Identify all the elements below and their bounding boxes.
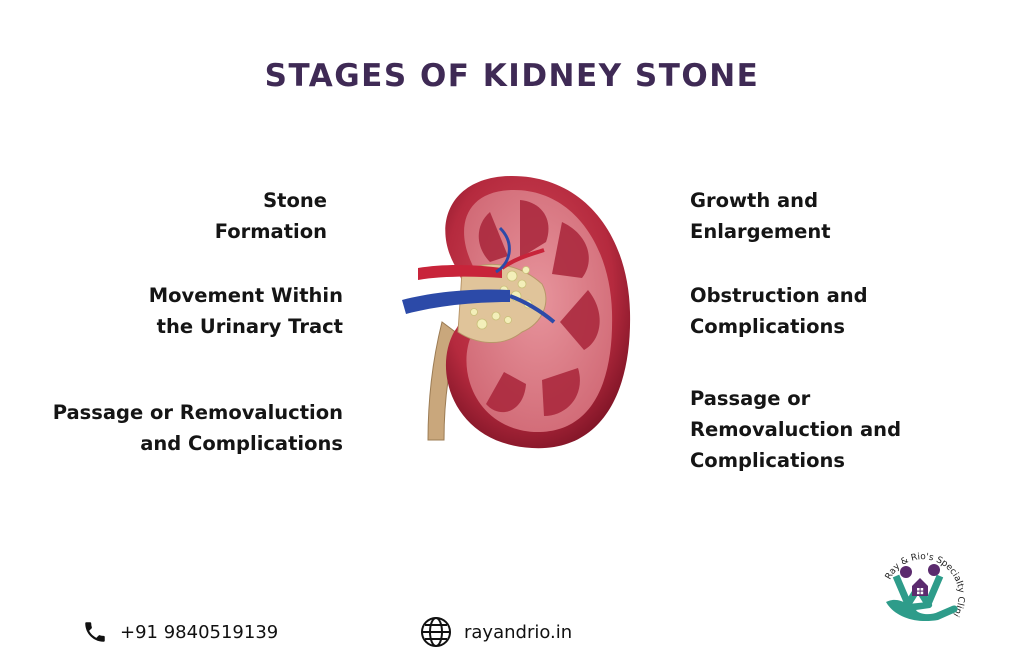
stage-label-line: Passage or — [690, 387, 811, 410]
clinic-logo: Ray & Rio's Specialty Clinic — [868, 524, 966, 622]
stage-label-line: Enlargement — [690, 220, 831, 243]
stage-label-line: Complications — [690, 449, 845, 472]
stage-label-line: Removaluction and — [690, 418, 902, 441]
stage-label-line: Growth and — [690, 189, 819, 212]
stage-label-line: and Complications — [140, 432, 343, 455]
stage-label-line: Formation — [214, 220, 327, 243]
stage-label-movement: Movement Within the Urinary Tract — [149, 280, 343, 342]
stage-label-passage-left: Passage or Removaluction and Complicatio… — [53, 397, 343, 459]
phone-contact[interactable]: +91 9840519139 — [82, 618, 278, 646]
stage-label-passage-right: Passage or Removaluction and Complicatio… — [690, 383, 901, 476]
stage-label-stone-formation: Stone Formation — [215, 185, 335, 247]
stage-label-growth: Growth and Enlargement — [690, 185, 831, 247]
stage-label-obstruction: Obstruction and Complications — [690, 280, 868, 342]
phone-number: +91 9840519139 — [120, 621, 279, 643]
website-link: rayandrio.in — [464, 621, 573, 643]
stage-label-line: Passage or Removaluction — [52, 401, 343, 424]
website-contact[interactable]: rayandrio.in — [420, 617, 573, 647]
phone-icon — [85, 622, 105, 642]
globe-icon — [421, 617, 451, 647]
stage-label-line: the Urinary Tract — [156, 315, 343, 338]
stage-label-line: Movement Within — [148, 284, 343, 307]
stage-label-line: Obstruction and — [690, 284, 868, 307]
page-title: STAGES OF KIDNEY STONE — [264, 58, 760, 94]
stage-label-line: Complications — [690, 315, 845, 338]
kidney-illustration — [402, 176, 631, 449]
stage-label-line: Stone — [263, 189, 327, 212]
